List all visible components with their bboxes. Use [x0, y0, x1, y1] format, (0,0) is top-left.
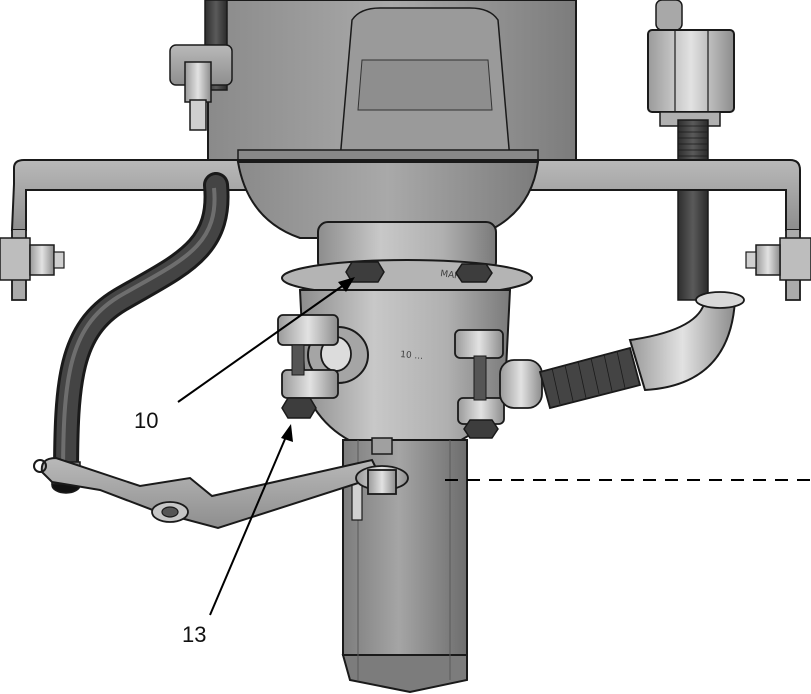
right-side-bolt [745, 237, 811, 281]
actuating-lever [33, 456, 382, 530]
leader-arrow-13 [281, 424, 293, 442]
cylinder-pin [351, 479, 363, 521]
right-vertical-hose [677, 119, 709, 301]
right-outlet-hose [499, 291, 745, 410]
leader-arrow-10 [338, 277, 355, 292]
callout-leaders [177, 277, 355, 616]
leader-line-10 [177, 281, 349, 403]
right-hose-fitting [647, 0, 735, 127]
body-engraving: 10 ... [400, 350, 424, 362]
left-supply-pipe [169, 0, 233, 131]
callout-label-10: 10 [134, 408, 158, 433]
valve-neck: MARCH [281, 221, 533, 297]
left-curved-hose [51, 172, 230, 494]
left-side-bolt [0, 237, 65, 281]
callout-label-13: 13 [182, 622, 206, 647]
upper-tank-housing [207, 0, 577, 165]
hex-bolt-heads [281, 261, 499, 439]
leader-line-13 [209, 431, 289, 616]
lever-pivot-nut [355, 437, 409, 495]
